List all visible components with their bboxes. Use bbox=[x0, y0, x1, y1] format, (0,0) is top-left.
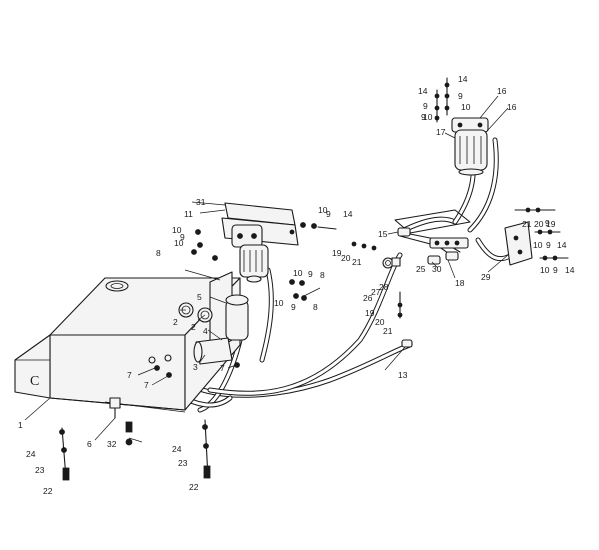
callout-25: 25 bbox=[416, 264, 426, 274]
callout-28: 28 bbox=[379, 282, 389, 292]
callout-9a: 9 bbox=[180, 232, 185, 242]
callout-7a: 7 bbox=[127, 370, 132, 380]
callout-7c: 7 bbox=[220, 363, 225, 373]
callout-10c: 10 bbox=[293, 268, 303, 278]
callout-10f: 10 bbox=[423, 112, 433, 122]
callout-1: 1 bbox=[18, 420, 23, 430]
callout-20c: 20 bbox=[534, 219, 544, 229]
callout-13: 13 bbox=[398, 370, 408, 380]
callout-14e: 14 bbox=[565, 265, 575, 275]
callout-21c: 21 bbox=[522, 219, 532, 229]
fuel-hoses bbox=[167, 137, 515, 413]
callout-14d: 14 bbox=[557, 240, 567, 250]
fuel-tank: C bbox=[14, 277, 241, 413]
callout-24a: 24 bbox=[26, 449, 36, 459]
fuel-manifold bbox=[382, 209, 471, 348]
callout-31: 31 bbox=[196, 197, 206, 207]
callout-17: 17 bbox=[436, 127, 446, 137]
callout-10a: 10 bbox=[172, 225, 182, 235]
callout-9i: 9 bbox=[553, 265, 558, 275]
callout-19b: 19 bbox=[365, 308, 375, 318]
callout-9f: 9 bbox=[423, 101, 428, 111]
callout-21a: 21 bbox=[352, 257, 362, 267]
callout-10d: 10 bbox=[274, 298, 284, 308]
callout-8b: 8 bbox=[320, 270, 325, 280]
callout-10e: 10 bbox=[461, 102, 471, 112]
callout-labels: 1 2 2 3 4 5 6 7 7 7 8 8 8 9 9 9 9 9 9 9 … bbox=[18, 74, 575, 496]
callout-24b: 24 bbox=[172, 444, 182, 454]
callout-14c: 14 bbox=[418, 86, 428, 96]
callout-9j: 9 bbox=[421, 112, 426, 122]
callout-16b: 16 bbox=[507, 102, 517, 112]
secondary-fuel-filter bbox=[451, 117, 489, 176]
primary-fuel-filter bbox=[221, 202, 299, 283]
filter-bracket bbox=[504, 221, 533, 266]
callout-23b: 23 bbox=[178, 458, 188, 468]
callout-32: 32 bbox=[107, 439, 117, 449]
callout-20b: 20 bbox=[375, 317, 385, 327]
callout-8c: 8 bbox=[313, 302, 318, 312]
tank-logo-icon: C bbox=[30, 374, 39, 389]
callout-9d: 9 bbox=[291, 302, 296, 312]
callout-10i: 10 bbox=[174, 238, 184, 248]
callout-18: 18 bbox=[455, 278, 465, 288]
callout-2b: 2 bbox=[191, 322, 196, 332]
callout-23a: 23 bbox=[35, 465, 45, 475]
callout-21b: 21 bbox=[383, 326, 393, 336]
callout-5: 5 bbox=[197, 292, 202, 302]
callout-20a: 20 bbox=[341, 253, 351, 263]
callout-30: 30 bbox=[432, 264, 442, 274]
callout-26: 26 bbox=[363, 293, 373, 303]
callout-9e: 9 bbox=[458, 91, 463, 101]
callout-9h: 9 bbox=[546, 240, 551, 250]
callout-16a: 16 bbox=[497, 86, 507, 96]
callout-3: 3 bbox=[193, 362, 198, 372]
callout-7b: 7 bbox=[144, 380, 149, 390]
callout-6: 6 bbox=[87, 439, 92, 449]
callout-10h: 10 bbox=[540, 265, 550, 275]
callout-22a: 22 bbox=[43, 486, 53, 496]
callout-2a: 2 bbox=[173, 317, 178, 327]
callout-22b: 22 bbox=[189, 482, 199, 492]
callout-9g: 9 bbox=[545, 218, 550, 228]
callout-14a: 14 bbox=[343, 209, 353, 219]
callout-27: 27 bbox=[371, 287, 381, 297]
callout-9c: 9 bbox=[308, 269, 313, 279]
callout-4: 4 bbox=[203, 326, 208, 336]
callout-11: 11 bbox=[184, 209, 193, 219]
fuel-pump-assembly bbox=[154, 271, 249, 378]
callout-14b: 14 bbox=[458, 74, 468, 84]
fastener-stacks bbox=[59, 77, 569, 481]
callout-9b: 9 bbox=[326, 209, 331, 219]
tank-drain-plug bbox=[109, 397, 121, 419]
callout-10g: 10 bbox=[533, 240, 543, 250]
callout-19c: 19 bbox=[546, 219, 556, 229]
leader-lines bbox=[24, 95, 509, 443]
fuel-cap-icon bbox=[105, 280, 129, 292]
callout-10b: 10 bbox=[318, 205, 328, 215]
callout-8a: 8 bbox=[156, 248, 161, 258]
callout-15: 15 bbox=[378, 229, 388, 239]
callout-19a: 19 bbox=[332, 248, 342, 258]
callout-29: 29 bbox=[481, 272, 491, 282]
